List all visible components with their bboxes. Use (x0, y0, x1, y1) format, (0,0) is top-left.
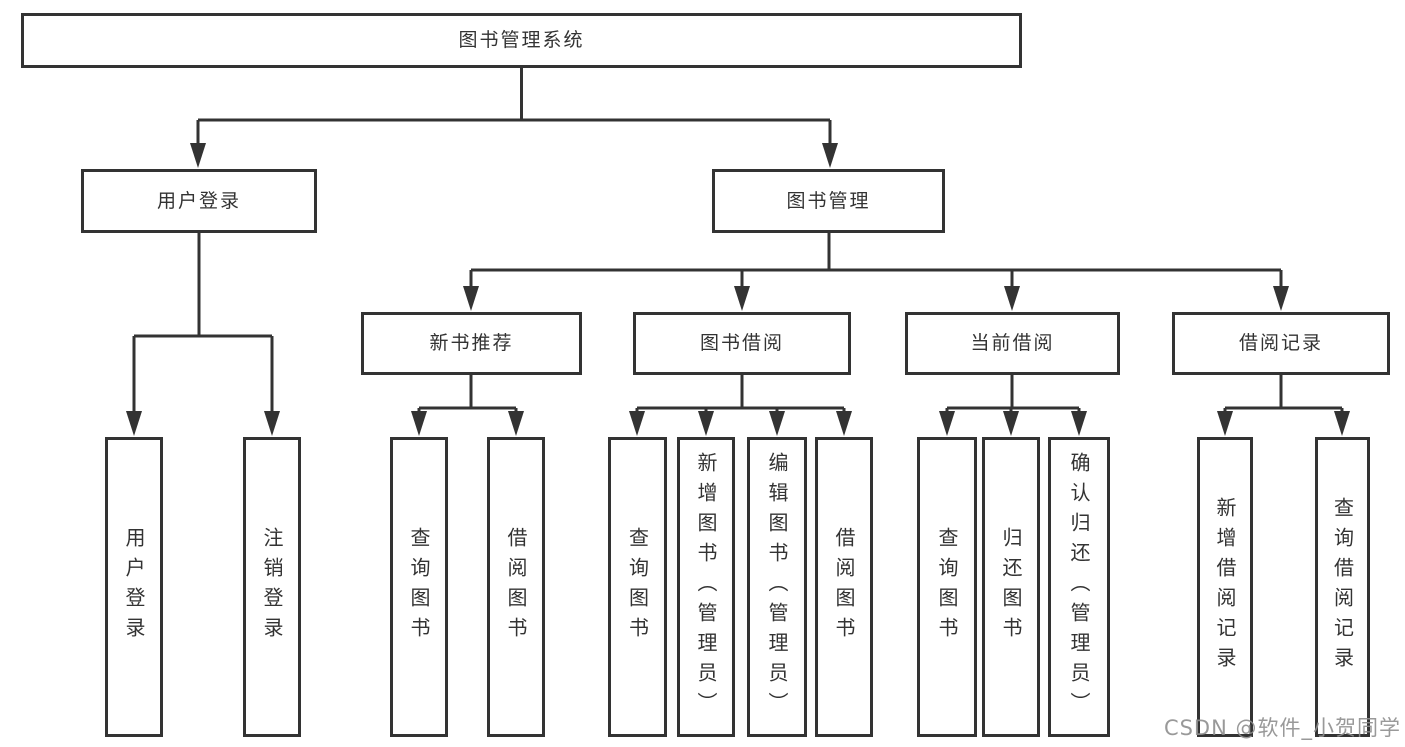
leaf-edit-book-admin: 编辑图书（管理员） (747, 437, 807, 737)
leaf-borrow-query-book: 查询图书 (608, 437, 667, 737)
node-current-borrow: 当前借阅 (905, 312, 1120, 375)
leaf-confirm-return-admin: 确认归还（管理员） (1048, 437, 1110, 737)
leaf-return-book: 归还图书 (982, 437, 1040, 737)
leaf-current-query-book: 查询图书 (917, 437, 977, 737)
leaf-borrow-book: 借阅图书 (815, 437, 873, 737)
csdn-watermark: CSDN @软件_小贺同学 (1163, 716, 1401, 740)
node-book-management: 图书管理 (712, 169, 945, 233)
node-user-login: 用户登录 (81, 169, 317, 233)
leaf-add-book-admin: 新增图书（管理员） (677, 437, 735, 737)
leaf-user-login: 用户登录 (105, 437, 163, 737)
leaf-newbook-borrow-book: 借阅图书 (487, 437, 545, 737)
leaf-query-borrow-record: 查询借阅记录 (1315, 437, 1370, 737)
leaf-add-borrow-record: 新增借阅记录 (1197, 437, 1253, 737)
node-borrow-records: 借阅记录 (1172, 312, 1390, 375)
leaf-newbook-query-book: 查询图书 (390, 437, 448, 737)
leaf-logout: 注销登录 (243, 437, 301, 737)
node-root: 图书管理系统 (21, 13, 1022, 68)
node-book-borrow: 图书借阅 (633, 312, 851, 375)
node-new-book-recommend: 新书推荐 (361, 312, 582, 375)
